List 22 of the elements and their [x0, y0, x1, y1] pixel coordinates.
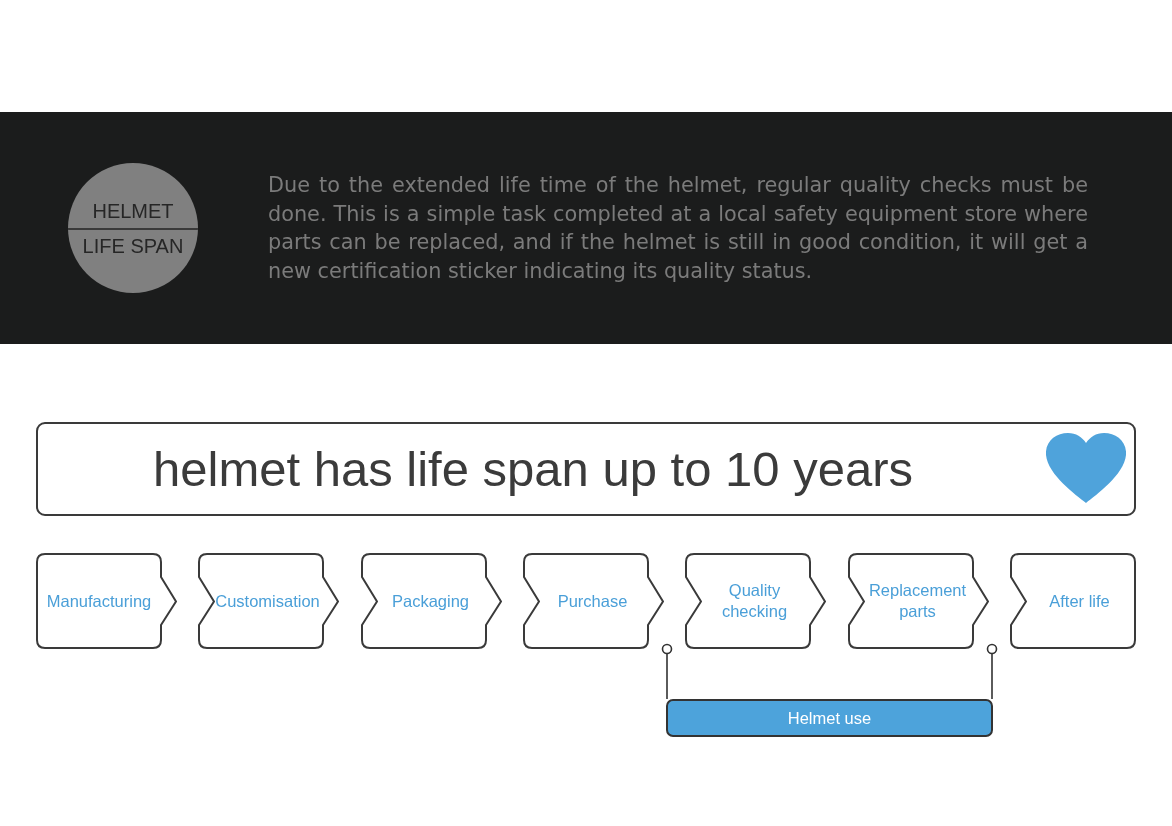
process-step — [848, 553, 989, 649]
banner-box — [36, 422, 1136, 516]
process-step — [685, 553, 826, 649]
process-step — [198, 553, 339, 649]
step-label: Purchase — [557, 590, 628, 612]
process-step — [361, 553, 502, 649]
header-band — [0, 112, 1172, 344]
process-step — [36, 553, 177, 649]
step-label: Packaging — [391, 590, 470, 612]
circle-title: HELMET — [92, 198, 174, 223]
step-label: Manufacturing — [46, 590, 152, 612]
step-label: Replacement parts — [867, 580, 968, 622]
step-label: After life — [1049, 590, 1110, 612]
step-label: Quality checking — [720, 580, 789, 622]
process-step — [523, 553, 664, 649]
description-text: Due to the extended life time of the helmet, regular quality checks must be done. This is a simple task completed at a local safety equipment store where parts can be replaced, and if the helmet is still in good condition, it will get a new certification sticker indicating its quality status. — [268, 172, 1088, 285]
process-step — [1010, 553, 1136, 649]
circle-title: LIFE SPAN — [82, 233, 184, 258]
bar-label: Helmet use — [787, 708, 872, 728]
span-bar — [666, 699, 993, 737]
step-label: Customisation — [215, 590, 320, 612]
banner-text: helmet has life span up to 10 years — [153, 441, 913, 498]
